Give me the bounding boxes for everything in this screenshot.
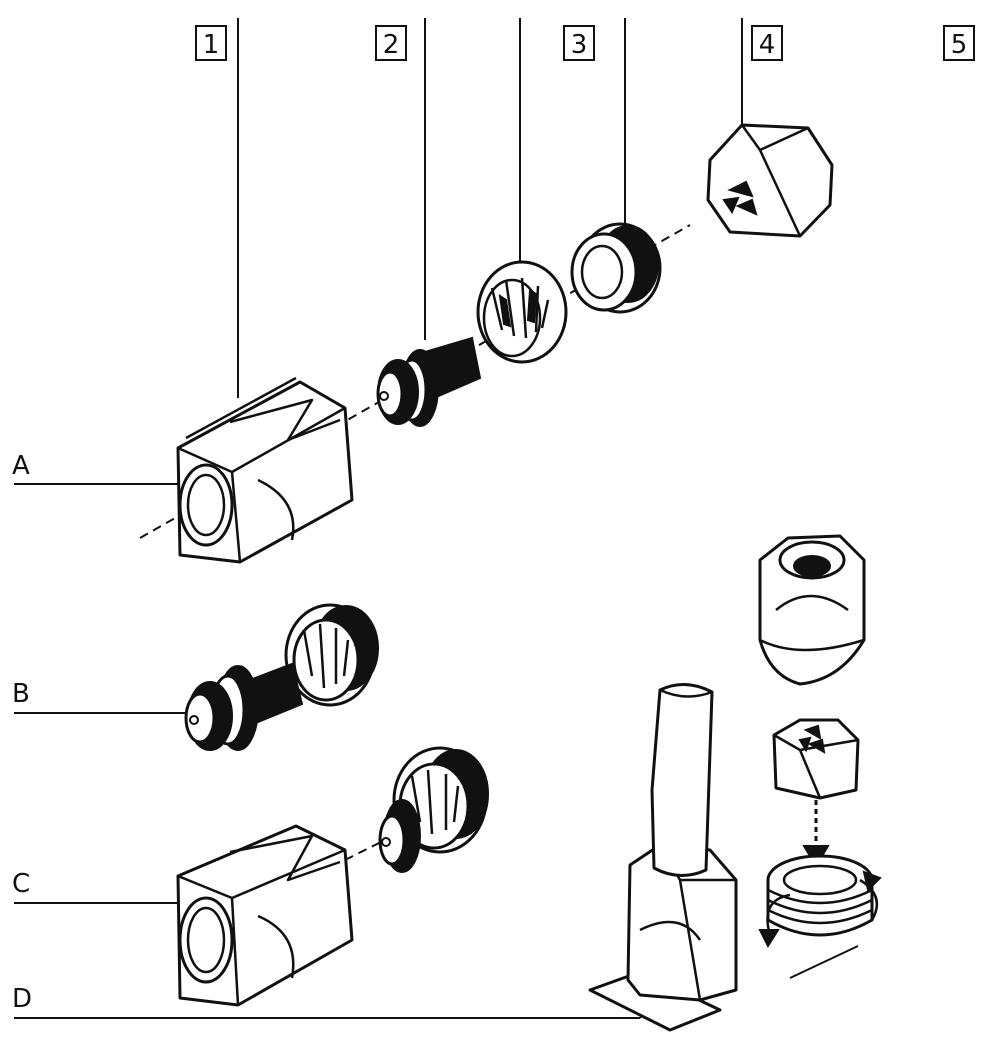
threaded-insert-a — [376, 336, 482, 427]
housing-block-c — [176, 824, 354, 1007]
part-label-2: 2 — [375, 25, 407, 61]
row-label-a: A — [12, 451, 178, 485]
svg-text:3: 3 — [571, 30, 588, 60]
cap-insert-d — [772, 718, 860, 800]
surface-line-d — [789, 945, 859, 979]
row-label-c: C — [12, 869, 180, 904]
row-label-b: B — [12, 679, 186, 714]
subassembly-b — [184, 603, 379, 751]
subassembly-c — [378, 746, 489, 873]
svg-text:2: 2 — [383, 30, 400, 60]
svg-text:5: 5 — [951, 30, 968, 60]
collet-a — [476, 260, 568, 364]
rotation-arrow-icon — [758, 870, 882, 949]
mounted-housing-d — [588, 683, 738, 1032]
part-leader-lines — [237, 18, 743, 398]
svg-text:A: A — [12, 451, 30, 481]
part-label-3: 3 — [563, 25, 595, 61]
housing-top-view-d — [758, 534, 866, 686]
svg-text:D: D — [12, 984, 32, 1014]
part-label-4: 4 — [751, 25, 783, 61]
svg-text:B: B — [12, 679, 30, 709]
svg-text:C: C — [12, 869, 30, 899]
ring-a — [570, 222, 662, 314]
svg-text:1: 1 — [203, 30, 220, 60]
svg-text:4: 4 — [759, 30, 776, 60]
row-c-axis-line — [344, 839, 386, 861]
row-label-d: D — [12, 984, 653, 1019]
part-label-5: 5 — [943, 25, 975, 61]
cap-a — [706, 123, 834, 238]
part-label-1: 1 — [195, 25, 227, 61]
housing-block-a — [176, 376, 354, 564]
